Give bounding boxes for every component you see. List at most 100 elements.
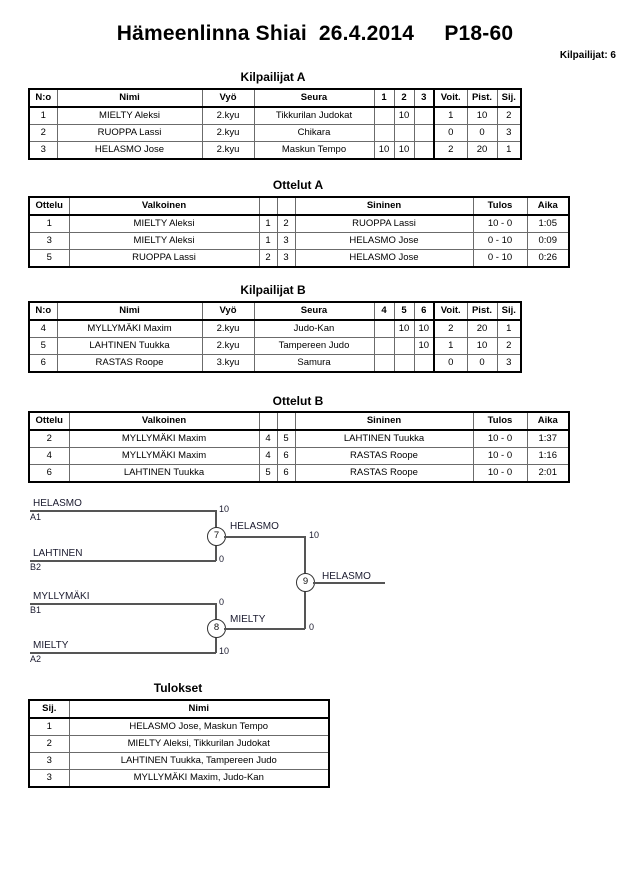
cell-m2: 10 [393,106,415,125]
col-wins: Voit. [433,301,468,321]
cell-wins: 0 [433,124,468,142]
caption-pool-b: Kilpailijat B [240,283,306,297]
cell-belt: 2.kyu [201,319,255,338]
cell-m4 [373,337,395,355]
cell-m2: 10 [393,141,415,160]
cell-m1 [373,124,395,142]
cell-rank: 3 [496,354,522,373]
cell-m1 [373,106,395,125]
bracket-line [224,628,305,630]
cell-m3 [413,124,435,142]
col-m1: 1 [373,88,395,108]
table-row: 4 MYLLYMÄKI Maxim 2.kyu Judo-Kan 10 10 2… [28,319,522,338]
cell-blue: RASTAS Roope [294,464,474,483]
caption-matches-b: Ottelut B [272,394,324,408]
bracket-entry-seed: B1 [30,605,42,615]
cell-wins: 1 [433,337,468,355]
col-white: Valkoinen [68,196,260,216]
col-name: Nimi [68,699,330,719]
cell-result: 0 - 10 [472,249,528,268]
cell-name: HELASMO Jose, Maskun Tempo [68,717,330,736]
cell-club: Tikkurilan Judokat [253,106,375,125]
cell-belt: 2.kyu [201,124,255,142]
cell-belt: 2.kyu [201,106,255,125]
cell-m3 [413,141,435,160]
bracket-entry-score: 0 [219,597,225,607]
table-row: 5 RUOPPA Lassi 2 3 HELASMO Jose 0 - 10 0… [28,249,570,268]
cell-name: RUOPPA Lassi [56,124,203,142]
bracket-entry-name: HELASMO [33,498,82,509]
col-no: N:o [28,88,58,108]
cell-m1: 10 [373,141,395,160]
col-blue-no [276,411,296,431]
col-match: Ottelu [28,196,70,216]
cell-name: LAHTINEN Tuukka, Tampereen Judo [68,752,330,770]
cell-points: 0 [466,124,498,142]
cell-no: 6 [28,354,58,373]
table-row: 2 RUOPPA Lassi 2.kyu Chikara 0 0 3 [28,124,522,142]
cell-m6: 10 [413,319,435,338]
cell-club: Samura [253,354,375,373]
cell-club: Tampereen Judo [253,337,375,355]
cell-match: 6 [28,464,70,483]
cell-blue: RASTAS Roope [294,447,474,465]
cell-points: 20 [466,319,498,338]
cell-club: Judo-Kan [253,319,375,338]
col-rank: Sij. [496,301,522,321]
bracket-line [30,560,216,562]
col-white-no [258,196,278,216]
col-name: Nimi [56,301,203,321]
bracket-line [30,652,216,654]
col-points: Pist. [466,301,498,321]
col-no: N:o [28,301,58,321]
col-blue-no [276,196,296,216]
cell-name: HELASMO Jose [56,141,203,160]
cell-blue: LAHTINEN Tuukka [294,429,474,448]
cell-white-no: 2 [258,249,278,268]
cell-time: 1:05 [526,214,570,233]
caption-pool-a: Kilpailijat A [240,70,306,84]
cell-match: 3 [28,232,70,250]
cell-time: 2:01 [526,464,570,483]
cell-m2 [393,124,415,142]
col-time: Aika [526,411,570,431]
cell-white: MYLLYMÄKI Maxim [68,429,260,448]
table-header-row: Ottelu Valkoinen Sininen Tulos Aika [28,196,570,216]
cell-name: MIELTY Aleksi [56,106,203,125]
caption-matches-a: Ottelut A [272,178,324,192]
bracket-entry-seed: A2 [30,654,42,664]
page-title: Hämeenlinna Shiai 26.4.2014 P18-60 [116,22,514,45]
bracket-line [30,510,216,512]
table-header-row: Ottelu Valkoinen Sininen Tulos Aika [28,411,570,431]
cell-m3 [413,106,435,125]
bracket-entry-name: LAHTINEN [33,548,83,559]
cell-m5 [393,337,415,355]
bracket-entry-score: 10 [219,646,230,656]
table-row: 2 MYLLYMÄKI Maxim 4 5 LAHTINEN Tuukka 10… [28,429,570,448]
table-row: 1 MIELTY Aleksi 2.kyu Tikkurilan Judokat… [28,106,522,125]
cell-match: 1 [28,214,70,233]
table-results: Sij. Nimi 1 HELASMO Jose, Maskun Tempo 2… [28,699,330,788]
cell-belt: 3.kyu [201,354,255,373]
cell-white-no: 4 [258,447,278,465]
table-header-row: Sij. Nimi [28,699,330,719]
cell-white: MIELTY Aleksi [68,232,260,250]
cell-time: 0:09 [526,232,570,250]
entrants-count: Kilpailijat: 6 [559,50,616,61]
bracket-entry-name: MYLLYMÄKI [33,591,90,602]
cell-result: 10 - 0 [472,464,528,483]
cell-points: 10 [466,106,498,125]
cell-m5 [393,354,415,373]
cell-blue-no: 6 [276,464,296,483]
bracket-champion: HELASMO [322,571,371,582]
elimination-bracket: HELASMO A1 10 LAHTINEN B2 0 7 HELASMO 10… [0,490,630,675]
table-row: 3 MYLLYMÄKI Maxim, Judo-Kan [28,769,330,788]
cell-rank: 1 [496,141,522,160]
cell-blue: HELASMO Jose [294,232,474,250]
col-belt: Vyö [201,301,255,321]
cell-m6 [413,354,435,373]
table-row: 3 MIELTY Aleksi 1 3 HELASMO Jose 0 - 10 … [28,232,570,250]
col-blue: Sininen [294,411,474,431]
cell-time: 1:16 [526,447,570,465]
bracket-entry-seed: B2 [30,562,42,572]
